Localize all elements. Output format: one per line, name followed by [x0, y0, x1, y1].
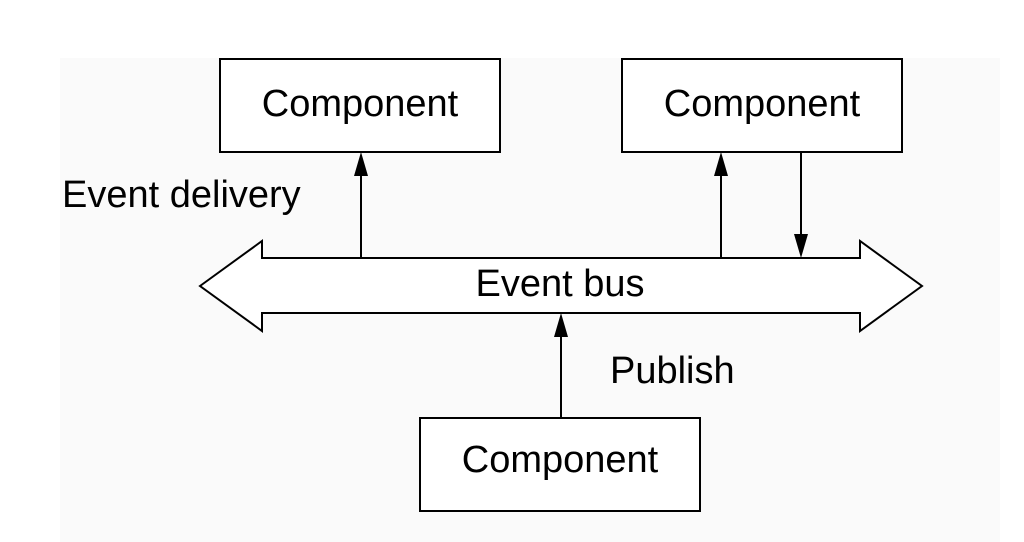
- component-bottom-label: Component: [462, 439, 659, 481]
- component-top-left-label: Component: [262, 83, 459, 125]
- event-delivery-arrow-head: [354, 152, 368, 176]
- event-bus-arrow: [198, 239, 924, 333]
- top-right-up-arrow-head: [714, 152, 728, 176]
- component-top-left: [219, 58, 501, 153]
- event-bus-label: Event bus: [476, 263, 645, 305]
- top-right-down-arrow-head: [794, 234, 808, 258]
- component-top-right: [621, 58, 903, 153]
- publish-label: Publish: [610, 350, 735, 392]
- component-bottom: [419, 417, 701, 512]
- event-delivery-label: Event delivery: [62, 174, 301, 216]
- component-top-right-label: Component: [664, 83, 861, 125]
- publish-arrow-head: [554, 313, 568, 337]
